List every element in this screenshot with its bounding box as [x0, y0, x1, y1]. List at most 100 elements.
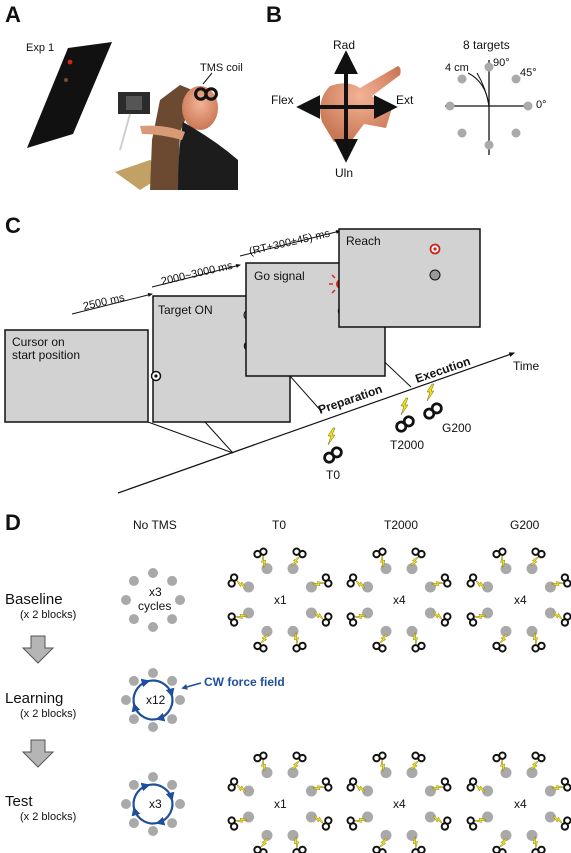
pulse-t2000-label: T2000	[390, 438, 424, 452]
target-dot	[148, 622, 158, 632]
screen-reach: Reach	[338, 228, 481, 328]
tms-target	[252, 546, 273, 575]
tms-target	[526, 625, 547, 654]
coil-icon	[252, 750, 269, 764]
rad-label: Rad	[333, 38, 355, 52]
coil-icon	[345, 776, 359, 793]
coil-icon	[321, 444, 345, 466]
force-field-pointer	[181, 682, 202, 690]
tms-target	[491, 625, 512, 654]
target-ring-learning	[121, 668, 185, 732]
coil-icon	[291, 844, 308, 853]
col-t2000: T2000	[384, 518, 418, 532]
tms-target	[287, 625, 308, 654]
target-dot	[128, 575, 139, 586]
row-learning: Learning	[5, 690, 63, 707]
target-dot	[167, 714, 178, 725]
ext-label: Ext	[396, 93, 414, 107]
tms-target	[491, 546, 512, 575]
coil-icon	[371, 750, 388, 764]
coil-icon	[465, 776, 479, 793]
cw-arrow-icon	[131, 702, 161, 721]
hand-illustration	[320, 66, 401, 142]
tms-target	[371, 829, 392, 853]
target-dot	[148, 826, 158, 836]
tms-target	[465, 776, 494, 797]
monitor-exp1	[27, 42, 112, 148]
pulse-t0	[321, 427, 345, 466]
target-dot	[148, 722, 158, 732]
exp-label: Exp 1	[26, 42, 54, 54]
tms-target	[226, 811, 255, 832]
svg-text:Target ON: Target ON	[158, 303, 213, 317]
targets-title: 8 targets	[463, 38, 510, 52]
coil-icon	[491, 640, 508, 654]
tms-target	[345, 811, 374, 832]
tms-target	[424, 607, 453, 628]
col-no-tms: No TMS	[133, 518, 177, 532]
target-dot	[175, 799, 185, 809]
target-dot	[167, 614, 178, 625]
tms-target	[526, 546, 547, 575]
tms-target	[345, 607, 374, 628]
row-learning-sub: (x 2 blocks)	[20, 708, 76, 720]
svg-text:Reach: Reach	[346, 234, 381, 248]
target-dot	[128, 714, 139, 725]
coil-icon	[530, 844, 547, 853]
cw-arrow-icon	[145, 783, 175, 802]
coil-icon	[559, 611, 571, 628]
tms-target	[305, 776, 334, 797]
tms-target	[465, 607, 494, 628]
cw-arrow-icon	[131, 806, 161, 825]
tms-target	[252, 829, 273, 853]
tms-target	[305, 607, 334, 628]
svg-text:start position: start position	[12, 348, 80, 362]
coil-icon	[226, 572, 240, 589]
coil-icon	[559, 815, 571, 832]
panel-label-d: D	[5, 510, 21, 535]
target-dot	[175, 595, 185, 605]
target-dot	[175, 695, 185, 705]
flex-label: Flex	[271, 93, 294, 107]
learning-center: x12	[146, 693, 166, 707]
coil-icon	[530, 750, 547, 764]
coil-icon	[465, 572, 479, 589]
cw-arrow-icon	[145, 679, 175, 698]
baseline-center-1: x3	[149, 585, 162, 599]
coil-icon	[226, 776, 240, 793]
coil-icon	[291, 750, 308, 764]
interval-label-2: 2000~3000 ms	[160, 260, 234, 288]
coil-icon	[465, 815, 479, 832]
target-ring-test	[121, 772, 185, 836]
down-arrow-icon	[21, 635, 55, 664]
preparation-label: Preparation	[316, 382, 384, 417]
svg-text:Cursor on: Cursor on	[12, 335, 65, 349]
tms-target	[226, 607, 255, 628]
force-field-label: CW force field	[204, 675, 285, 689]
test-count-g200: x4	[514, 797, 527, 811]
tms-target	[424, 572, 453, 593]
tms-target	[406, 829, 427, 853]
tms-target	[287, 546, 308, 575]
coil-icon	[465, 611, 479, 628]
coil-icon	[559, 572, 571, 589]
target-dot	[148, 568, 158, 578]
target-dot	[121, 595, 131, 605]
panel-label-b: B	[266, 2, 282, 27]
deg45-label: 45°	[520, 67, 537, 79]
row-baseline-sub: (x 2 blocks)	[20, 609, 76, 621]
tms-target	[226, 776, 255, 797]
svg-text:Go signal: Go signal	[254, 269, 305, 283]
deg90-label: 90°	[493, 57, 510, 69]
coil-icon	[320, 611, 334, 628]
tms-target	[526, 829, 547, 853]
tms-target	[406, 546, 427, 575]
tms-target	[544, 572, 571, 593]
tms-target	[345, 776, 374, 797]
subject-illustration	[115, 85, 238, 190]
tms-target	[305, 572, 334, 593]
target-dot	[167, 575, 178, 586]
col-g200: G200	[510, 518, 540, 532]
pulse-g200-label: G200	[442, 421, 472, 435]
tms-target	[544, 811, 571, 832]
